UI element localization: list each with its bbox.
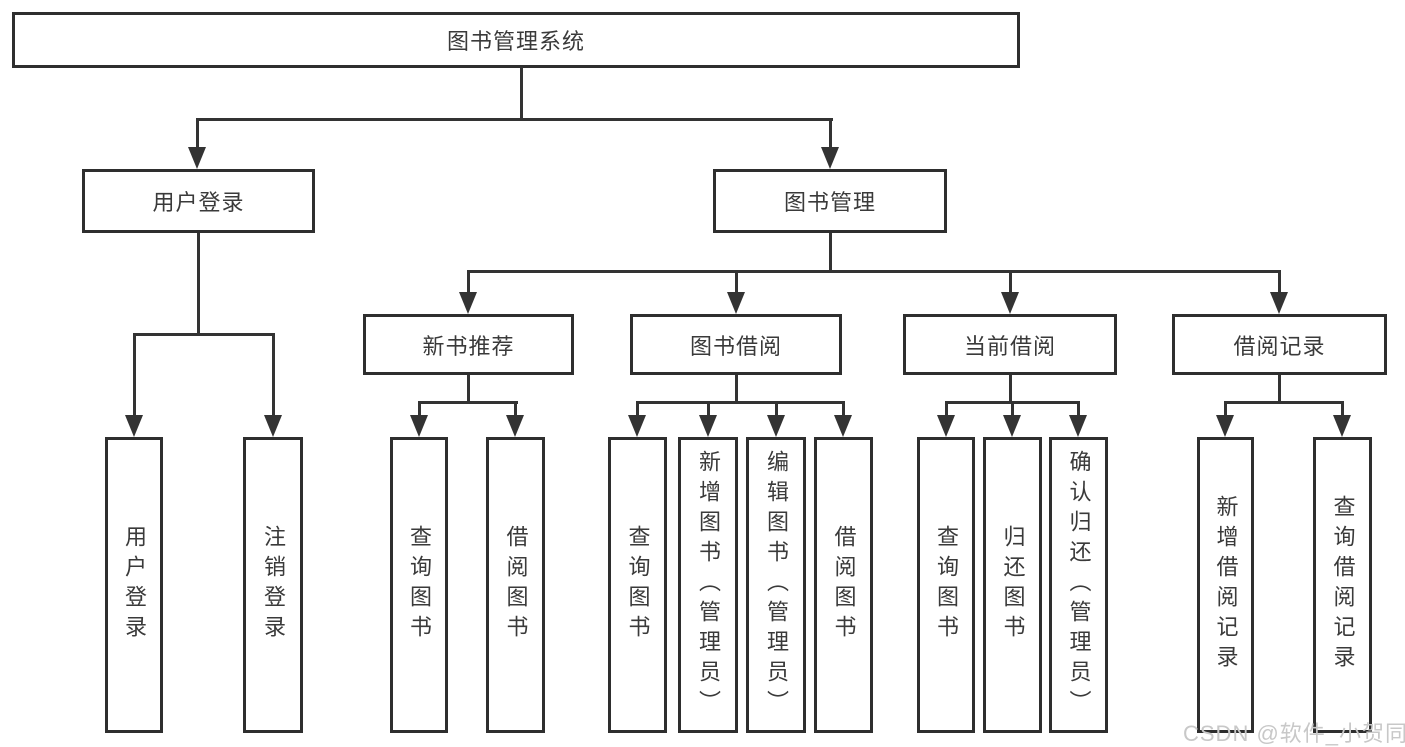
node-book-management: 图书管理 [713, 169, 947, 233]
leaf-return-books: 归还图书 [983, 437, 1042, 733]
leaf-borrow-books-recommend: 借阅图书 [486, 437, 545, 733]
connector-line [467, 270, 1281, 273]
connector-line [636, 401, 845, 404]
node-book-borrowing: 图书借阅 [630, 314, 842, 375]
arrow-down-icon [410, 415, 428, 437]
connector-line [1224, 401, 1344, 404]
leaf-label: 查询图书 [407, 525, 432, 645]
connector-line [775, 401, 778, 417]
connector-line [1077, 401, 1080, 417]
leaf-label: 借阅图书 [503, 525, 529, 645]
leaf-label: 编辑图书（管理员） [764, 450, 789, 720]
leaf-label: 用户登录 [122, 525, 147, 645]
connector-line [133, 333, 275, 336]
node-label: 图书管理 [783, 190, 876, 215]
arrow-down-icon [937, 415, 955, 437]
leaf-label: 新增图书（管理员） [696, 450, 721, 720]
arrow-down-icon [767, 415, 785, 437]
leaf-query-borrow-record: 查询借阅记录 [1313, 437, 1372, 733]
arrow-down-icon [125, 415, 143, 437]
connector-line [196, 118, 199, 149]
connector-line [829, 233, 832, 273]
connector-line [1341, 401, 1344, 417]
connector-line [196, 118, 833, 121]
node-current-borrowing: 当前借阅 [903, 314, 1117, 375]
connector-line [1278, 270, 1281, 294]
arrow-down-icon [1003, 415, 1021, 437]
connector-line [1011, 401, 1014, 417]
leaf-label: 确认归还（管理员） [1066, 450, 1092, 720]
arrow-down-icon [506, 415, 524, 437]
connector-line [707, 401, 710, 417]
node-system-root: 图书管理系统 [12, 12, 1020, 68]
arrow-down-icon [264, 415, 282, 437]
node-label: 用户登录 [152, 190, 245, 215]
leaf-label: 查询图书 [625, 525, 651, 645]
arrow-down-icon [1069, 415, 1087, 437]
leaf-edit-books-admin: 编辑图书（管理员） [746, 437, 806, 733]
connector-line [1224, 401, 1227, 417]
node-borrowing-records: 借阅记录 [1172, 314, 1387, 375]
leaf-borrow-books: 借阅图书 [814, 437, 873, 733]
csdn-watermark: CSDN @软件_小贺同学 [1183, 721, 1405, 746]
leaf-label: 注销登录 [261, 525, 286, 645]
leaf-confirm-return-admin: 确认归还（管理员） [1049, 437, 1108, 733]
connector-line [1278, 375, 1281, 404]
connector-line [197, 233, 200, 336]
arrow-down-icon [1333, 415, 1351, 437]
leaf-query-books-recommend: 查询图书 [390, 437, 448, 733]
node-label: 新书推荐 [422, 333, 515, 359]
node-label: 图书借阅 [689, 333, 782, 359]
leaf-add-books-admin: 新增图书（管理员） [678, 437, 738, 733]
connector-line [735, 375, 738, 404]
leaf-label: 新增借阅记录 [1213, 495, 1239, 675]
connector-line [842, 401, 845, 417]
arrow-down-icon [628, 415, 646, 437]
connector-line [514, 401, 517, 417]
arrow-down-icon [727, 292, 745, 314]
connector-line [1009, 270, 1012, 294]
connector-line [467, 270, 470, 294]
leaf-label: 查询借阅记录 [1330, 495, 1356, 675]
node-label: 图书管理系统 [446, 29, 585, 54]
leaf-query-books-borrowing: 查询图书 [608, 437, 667, 733]
leaf-label: 借阅图书 [831, 525, 857, 645]
connector-line [829, 118, 832, 149]
connector-line [520, 67, 523, 120]
arrow-down-icon [1216, 415, 1234, 437]
node-user-login: 用户登录 [82, 169, 315, 233]
arrow-down-icon [821, 147, 839, 169]
arrow-down-icon [188, 147, 206, 169]
connector-line [1009, 375, 1012, 404]
connector-line [735, 270, 738, 294]
node-label: 当前借阅 [963, 333, 1056, 359]
leaf-logout: 注销登录 [243, 437, 303, 733]
connector-line [418, 401, 518, 404]
connector-line [133, 333, 136, 417]
connector-line [636, 401, 639, 417]
leaf-label: 归还图书 [1000, 525, 1026, 645]
leaf-user-login: 用户登录 [105, 437, 163, 733]
arrow-down-icon [699, 415, 717, 437]
connector-line [272, 333, 275, 417]
arrow-down-icon [834, 415, 852, 437]
leaf-label: 查询图书 [934, 525, 959, 645]
node-new-book-recommend: 新书推荐 [363, 314, 574, 375]
leaf-add-borrow-record: 新增借阅记录 [1197, 437, 1254, 733]
connector-line [467, 375, 470, 404]
arrow-down-icon [1270, 292, 1288, 314]
node-label: 借阅记录 [1233, 333, 1326, 359]
connector-line [418, 401, 421, 417]
leaf-query-books-current: 查询图书 [917, 437, 975, 733]
arrow-down-icon [1001, 292, 1019, 314]
arrow-down-icon [459, 292, 477, 314]
connector-line [945, 401, 948, 417]
